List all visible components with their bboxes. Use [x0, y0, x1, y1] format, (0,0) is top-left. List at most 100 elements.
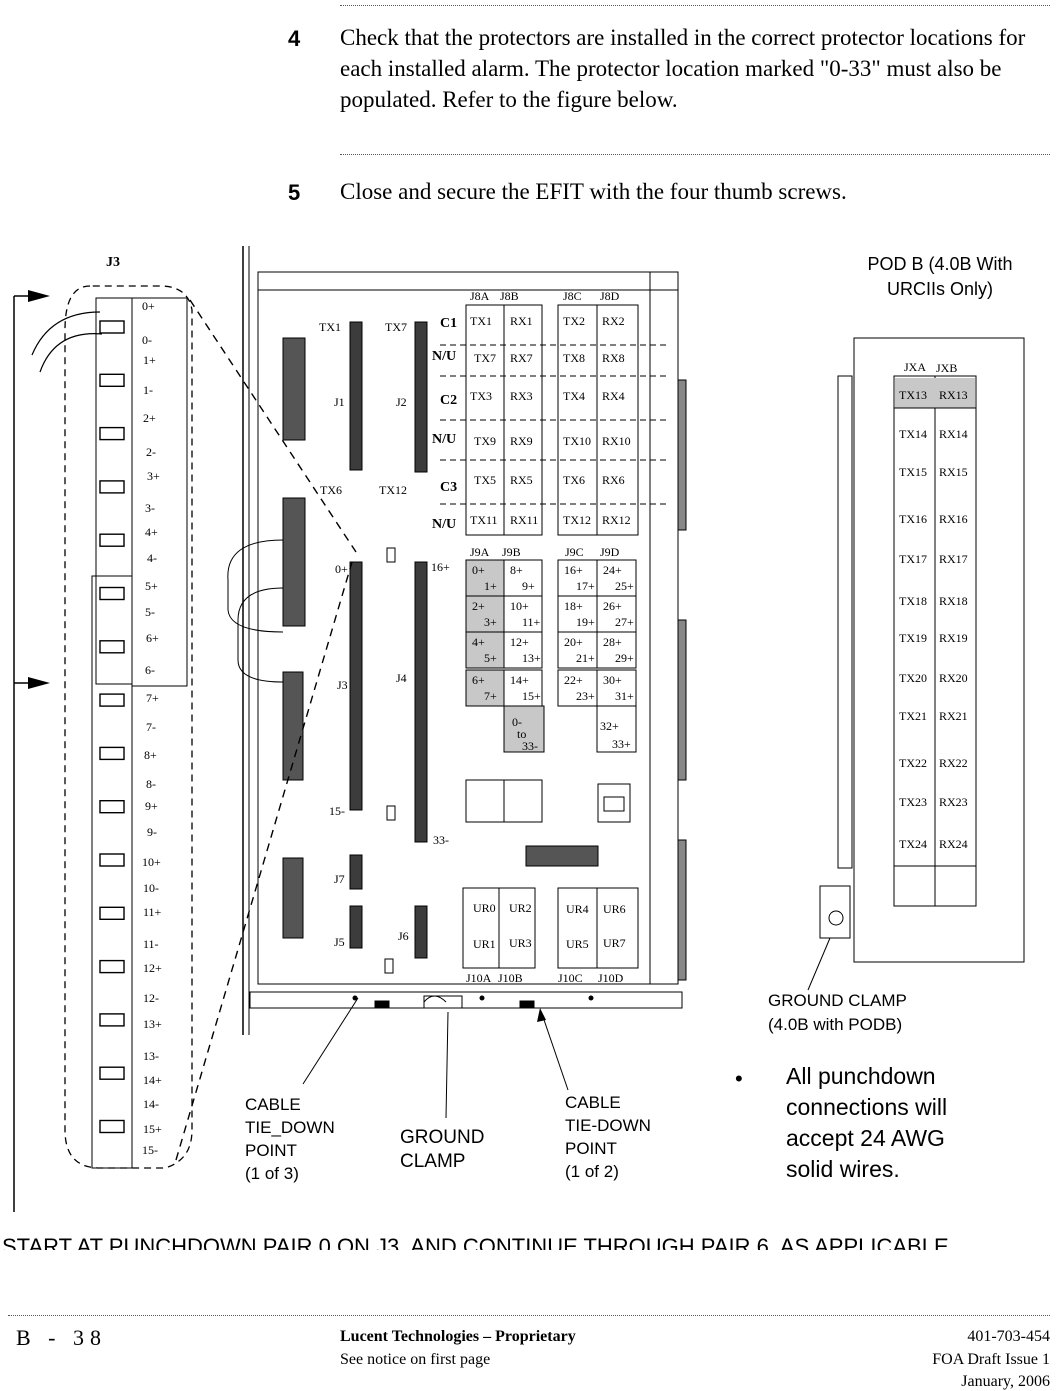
mounting-post — [386, 805, 396, 821]
top-divider — [340, 5, 1050, 6]
label-15-minus: 15- — [329, 804, 345, 818]
mounting-post — [384, 958, 394, 974]
j3-pin-label: 14+ — [143, 1073, 162, 1087]
j10-header: J10B — [498, 971, 523, 985]
pod-tx-cell: TX22 — [899, 756, 927, 770]
pod-rx-cell: RX20 — [939, 671, 968, 685]
note-line: accept 24 AWG — [786, 1125, 945, 1151]
j3-lower-plate — [91, 575, 133, 1169]
label-33-minus: 33- — [433, 833, 449, 847]
pod-enclosure — [853, 337, 1025, 963]
pod-side-rail — [837, 375, 853, 869]
callouts: GROUND CLAMP(4.0B with PODB)CABLETIE_DOW… — [2, 937, 955, 1250]
j3-punchdown-strip: J30+0-1+1-2+2-3+3-4+4-5+5-6+6-7+7-8+8-9+… — [13, 255, 193, 1212]
ur-label: UR1 — [473, 937, 496, 951]
efit-wiring-figure: J30+0-1+1-2+2-3+3-4+4-5+5-6+6-7+7-8+8-9+… — [2, 246, 1025, 1250]
j9-pair-label: 25+ — [615, 579, 634, 593]
j9-cell — [465, 595, 506, 633]
j9-pair-label: 10+ — [510, 599, 529, 613]
j8-rx-cell: RX7 — [510, 351, 533, 365]
footer-divider — [8, 1315, 1050, 1316]
j8-tx-cell: TX10 — [563, 434, 591, 448]
j3-pin-label: 15+ — [143, 1122, 162, 1136]
label-0-plus: 0+ — [335, 562, 348, 576]
j9-pair-label: 2+ — [472, 599, 485, 613]
label-tx12: TX12 — [379, 483, 407, 497]
pod-row-highlight — [895, 378, 975, 408]
pod-tx-cell: TX16 — [899, 512, 927, 526]
callout-cable-tie-2: POINT — [565, 1139, 617, 1158]
pod-tx-cell: TX20 — [899, 671, 927, 685]
label-33-plus: 33+ — [612, 737, 631, 751]
pod-tx-cell: TX23 — [899, 795, 927, 809]
j9-pair-label: 8+ — [510, 563, 523, 577]
pod-rx-cell: RX22 — [939, 756, 968, 770]
punchdown-terminal — [99, 640, 125, 654]
j8-header: J8B — [500, 289, 519, 303]
j3-pin-label: 1+ — [143, 353, 156, 367]
ground-clamp-body — [423, 995, 463, 1009]
row-label: N/U — [432, 432, 456, 447]
j9-pair-label: 28+ — [603, 635, 622, 649]
note-line: solid wires. — [786, 1156, 900, 1182]
arrow-mid-head — [28, 677, 50, 689]
j9-pair-label: 18+ — [564, 599, 583, 613]
company-proprietary: Lucent Technologies – Proprietary — [340, 1328, 576, 1345]
callout-ground-clamp-podb: GROUND CLAMP — [768, 991, 907, 1010]
note-line: connections will — [786, 1094, 947, 1120]
zoom-line-top — [189, 299, 357, 553]
j3-pin-label: 0+ — [142, 299, 155, 313]
j3-pin-label: 13+ — [143, 1017, 162, 1031]
j9-cell — [503, 631, 543, 669]
j3-pin-label: 0- — [142, 333, 152, 347]
fuse — [603, 796, 625, 812]
j3-pin-label: 6+ — [146, 631, 159, 645]
punchdown-terminal — [99, 693, 125, 707]
label-j5: J5 — [334, 935, 345, 949]
j9-cell — [596, 631, 637, 669]
j10-header: J10A — [466, 971, 492, 985]
rail-screw — [588, 995, 594, 1001]
j8-tx-cell: TX2 — [563, 314, 585, 328]
j9-pair-label: 3+ — [484, 615, 497, 629]
pod-ground-clamp — [819, 885, 851, 939]
spare-socket — [465, 779, 505, 823]
j8-rx-cell: RX12 — [602, 513, 631, 527]
leader-ground-clamp — [445, 1011, 449, 1119]
j8-rx-cell: RX10 — [602, 434, 631, 448]
j3-pin-label: 10- — [143, 881, 159, 895]
j3-pin-label: 3+ — [147, 469, 160, 483]
punchdown-terminal — [99, 533, 125, 547]
j10-header: J10C — [558, 971, 583, 985]
j3-pin-label: 8- — [146, 777, 156, 791]
j8-tx-cell: TX6 — [563, 473, 585, 487]
connector-j4 — [414, 561, 428, 843]
note-line: All punchdown — [786, 1063, 936, 1089]
row-label: N/U — [432, 349, 456, 364]
j8-tx-cell: TX11 — [470, 513, 498, 527]
j3-pin-label: 14- — [143, 1097, 159, 1111]
j9-pair-label: 20+ — [564, 635, 583, 649]
j8-tx-cell: TX5 — [474, 473, 496, 487]
pod-header-jxa: JXA — [904, 360, 926, 374]
row-label: N/U — [432, 517, 456, 532]
rail-screw — [479, 995, 485, 1001]
j9-pair-label: 26+ — [603, 599, 622, 613]
j8-tx-cell: TX4 — [563, 389, 585, 403]
label-tx7: TX7 — [385, 320, 407, 334]
punchdown-terminal — [99, 426, 125, 441]
ur-block-right — [557, 887, 639, 969]
label-33-minus: 33- — [522, 739, 538, 753]
label-j2: J2 — [396, 395, 407, 409]
pod-tx-cell: TX17 — [899, 552, 927, 566]
j9-pair-label: 16+ — [564, 563, 583, 577]
board-edge-strip — [677, 839, 687, 981]
step-divider — [340, 154, 1050, 155]
j3-pin-label: 13- — [143, 1049, 159, 1063]
label-tx1: TX1 — [319, 320, 341, 334]
j3-pin-label: 5- — [145, 605, 155, 619]
j9-pair-label: 1+ — [484, 579, 497, 593]
j9-pair-label: 15+ — [522, 689, 541, 703]
j9-pair-label: 17+ — [576, 579, 595, 593]
pod-rx-cell: RX17 — [939, 552, 968, 566]
